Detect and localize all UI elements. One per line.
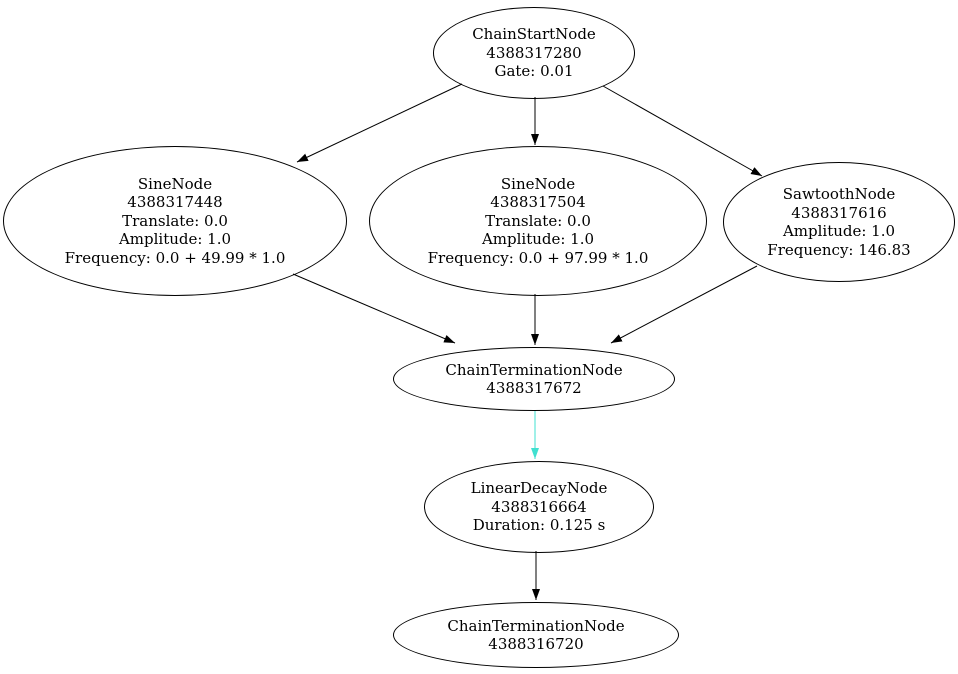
- edge-chainstart-to-sawtooth: [602, 85, 763, 177]
- node-id: 4388317504: [490, 193, 586, 212]
- node-chain-termination-2: ChainTerminationNode 4388316720: [393, 602, 679, 668]
- node-param: Frequency: 0.0 + 97.99 * 1.0: [427, 248, 649, 267]
- node-id: 4388316720: [488, 635, 584, 653]
- node-title: SineNode: [500, 174, 576, 193]
- node-param: Amplitude: 1.0: [118, 230, 232, 249]
- edge-chainstart-to-sine1: [296, 83, 463, 163]
- node-id: 4388317672: [486, 379, 582, 397]
- node-id: 4388317616: [791, 203, 887, 222]
- node-title: SawtoothNode: [782, 185, 896, 203]
- node-chain-start: ChainStartNode 4388317280 Gate: 0.01: [433, 7, 635, 99]
- node-linear-decay: LinearDecayNode 4388316664 Duration: 0.1…: [424, 461, 654, 553]
- node-chain-termination-1: ChainTerminationNode 4388317672: [393, 347, 675, 411]
- node-title: ChainTerminationNode: [445, 360, 623, 379]
- node-id: 4388316664: [491, 497, 587, 516]
- edge-sine1-to-termination1: [292, 273, 456, 344]
- node-param: Frequency: 0.0 + 49.99 * 1.0: [64, 248, 286, 267]
- node-id: 4388317280: [486, 43, 582, 62]
- node-title: ChainStartNode: [472, 25, 596, 44]
- node-param: Gate: 0.01: [494, 62, 574, 81]
- node-param: Frequency: 146.83: [767, 240, 911, 259]
- node-id: 4388317448: [127, 193, 223, 212]
- node-sine-2: SineNode 4388317504 Translate: 0.0 Ampli…: [369, 146, 707, 296]
- node-sawtooth: SawtoothNode 4388317616 Amplitude: 1.0 F…: [723, 162, 955, 282]
- node-param: Amplitude: 1.0: [782, 222, 896, 240]
- node-param: Translate: 0.0: [122, 211, 228, 230]
- node-param: Duration: 0.125 s: [472, 516, 606, 535]
- node-title: ChainTerminationNode: [447, 616, 625, 635]
- node-title: LinearDecayNode: [470, 479, 608, 498]
- node-sine-1: SineNode 4388317448 Translate: 0.0 Ampli…: [3, 146, 347, 296]
- edge-sawtooth-to-termination1: [610, 265, 758, 344]
- node-param: Amplitude: 1.0: [481, 230, 595, 249]
- node-title: SineNode: [137, 174, 213, 193]
- node-param: Translate: 0.0: [485, 211, 591, 230]
